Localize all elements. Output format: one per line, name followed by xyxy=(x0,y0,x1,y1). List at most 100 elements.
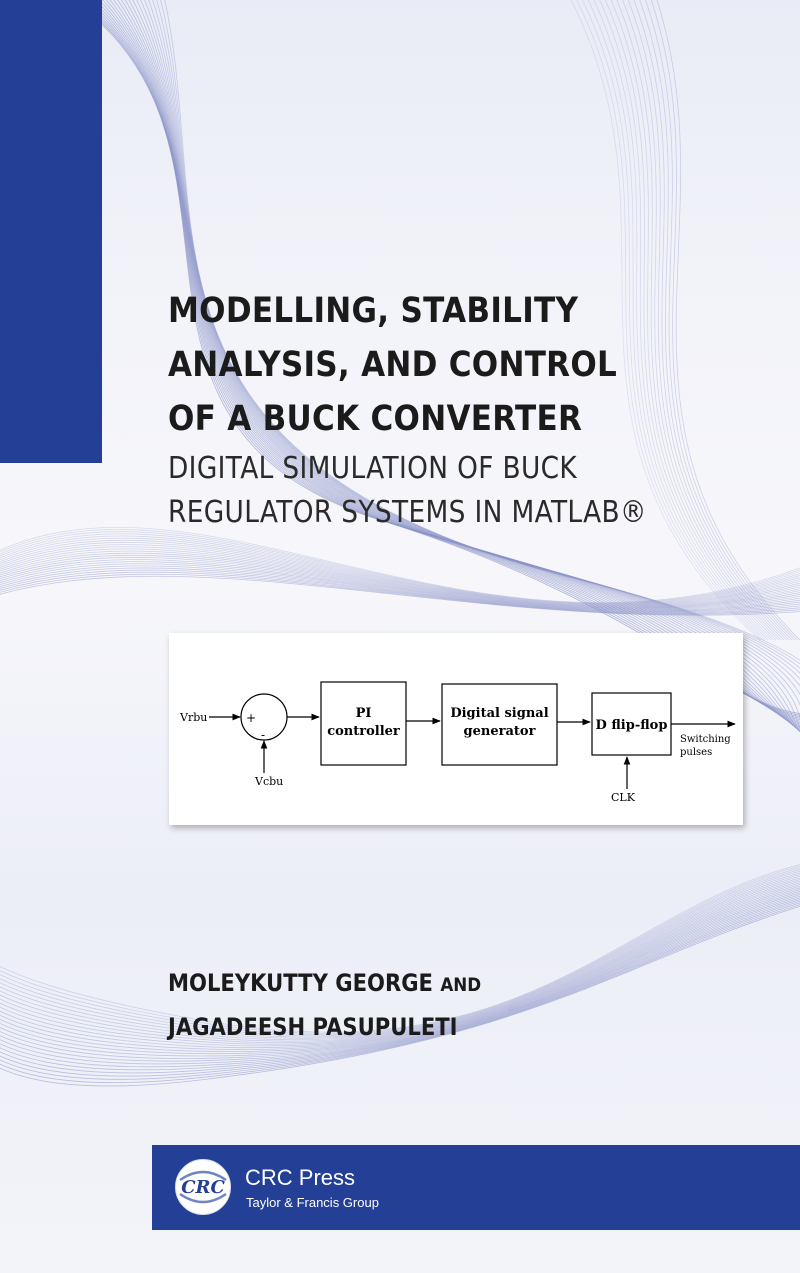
dsg-label-1: Digital signal xyxy=(450,706,548,721)
pi-controller-label-1: PI xyxy=(356,706,372,721)
wave-line xyxy=(0,571,800,615)
wave-line xyxy=(124,0,800,733)
wave-line xyxy=(144,0,800,687)
wave-line xyxy=(156,0,800,669)
clk-label: CLK xyxy=(611,791,636,804)
wave-line xyxy=(0,905,800,1087)
output-label-1: Switching xyxy=(680,734,731,745)
wave-line xyxy=(0,867,800,1035)
wave-line xyxy=(570,0,761,641)
wave-line xyxy=(0,887,800,1055)
wave-line xyxy=(0,565,800,613)
input-label: Vrbu xyxy=(179,711,207,724)
wave-line xyxy=(0,904,800,1083)
wave-line xyxy=(0,864,800,1033)
wave-line xyxy=(0,531,800,604)
subtitle-line-1: DIGITAL SIMULATION OF BUCK xyxy=(168,451,578,486)
wave-line xyxy=(0,870,800,1038)
wave-line xyxy=(0,548,800,608)
wave-line xyxy=(0,561,800,611)
wave-line xyxy=(0,894,800,1065)
wave-line xyxy=(0,546,800,608)
wave-line xyxy=(0,872,800,1039)
wave-line xyxy=(105,0,800,729)
wave-line xyxy=(0,550,800,609)
wave-line xyxy=(616,0,782,641)
publisher-name: CRC Press xyxy=(245,1165,356,1190)
wave-line xyxy=(650,0,798,641)
crc-logo-icon: CRC xyxy=(175,1159,231,1215)
wave-line xyxy=(0,533,800,605)
wave-line xyxy=(610,0,779,641)
digital-signal-generator-block xyxy=(441,683,558,766)
wave-line xyxy=(164,0,800,661)
wave-line xyxy=(140,0,800,696)
crc-logo-text: CRC xyxy=(181,1177,225,1198)
wave-line xyxy=(0,875,800,1042)
title-line-2: ANALYSIS, AND CONTROL xyxy=(168,345,618,385)
d-flip-flop-label: D flip-flop xyxy=(596,718,668,733)
wave-line xyxy=(0,554,800,610)
wave-line xyxy=(132,0,800,720)
author-line-1: MOLEYKUTTY GEORGE AND xyxy=(168,962,696,1006)
wave-line xyxy=(0,557,800,610)
publisher-bar: CRC CRC Press Taylor & Francis Group xyxy=(152,1145,800,1230)
author-line-2: JAGADEESH PASUPULETI xyxy=(168,1006,696,1048)
wave-line xyxy=(599,0,774,641)
wave-line xyxy=(604,0,777,641)
wave-line xyxy=(0,559,800,611)
wave-line xyxy=(0,575,800,616)
wave-line xyxy=(136,0,800,707)
wave-line xyxy=(120,0,800,733)
wave-line xyxy=(0,879,800,1045)
wave-line xyxy=(116,0,800,732)
sum-minus-sign: - xyxy=(261,728,265,742)
publisher-group: Taylor & Francis Group xyxy=(246,1195,379,1210)
wave-line xyxy=(0,573,800,615)
wave-line xyxy=(0,900,800,1077)
wave-line xyxy=(0,569,800,614)
subtitle-line-2: REGULATOR SYSTEMS IN MATLAB® xyxy=(168,495,647,530)
wave-line xyxy=(0,897,800,1071)
book-title: MODELLING, STABILITY ANALYSIS, AND CONTR… xyxy=(168,284,768,446)
wave-line xyxy=(627,0,787,641)
pi-controller-block xyxy=(320,681,407,766)
wave-line xyxy=(0,542,800,607)
wave-line xyxy=(0,885,800,1052)
wave-line xyxy=(113,0,800,731)
wave-line xyxy=(656,0,800,641)
pi-controller-label-2: controller xyxy=(327,724,400,739)
wave-line xyxy=(0,882,800,1048)
wave-line xyxy=(593,0,771,641)
feedback-label: Vcbu xyxy=(254,775,283,788)
author-1: MOLEYKUTTY GEORGE xyxy=(168,969,433,997)
wave-line xyxy=(0,552,800,609)
left-accent-bar xyxy=(0,0,102,463)
d-flip-flop-block xyxy=(591,692,672,756)
wave-line xyxy=(0,529,800,604)
wave-line xyxy=(0,869,800,1037)
wave-line xyxy=(633,0,790,641)
wave-line xyxy=(160,0,800,665)
wave-line xyxy=(148,0,800,680)
title-line-3: OF A BUCK CONVERTER xyxy=(168,399,583,439)
wave-line xyxy=(152,0,800,674)
authors: MOLEYKUTTY GEORGE AND JAGADEESH PASUPULE… xyxy=(168,962,768,1048)
wave-line xyxy=(0,890,800,1059)
wave-line xyxy=(0,899,800,1074)
sum-plus-sign: + xyxy=(246,711,256,725)
wave-line xyxy=(0,865,800,1034)
wave-line xyxy=(587,0,769,641)
book-subtitle: DIGITAL SIMULATION OF BUCK REGULATOR SYS… xyxy=(168,447,768,535)
wave-line xyxy=(576,0,763,641)
wave-line xyxy=(0,895,800,1068)
wave-line xyxy=(644,0,795,641)
wave-line xyxy=(0,544,800,607)
output-label-2: pulses xyxy=(680,747,712,758)
title-line-1: MODELLING, STABILITY xyxy=(168,291,579,331)
wave-line xyxy=(109,0,800,730)
wave-line xyxy=(0,535,800,605)
block-diagram: Vrbu + - Vcbu PI controller Digital sign… xyxy=(179,681,736,804)
